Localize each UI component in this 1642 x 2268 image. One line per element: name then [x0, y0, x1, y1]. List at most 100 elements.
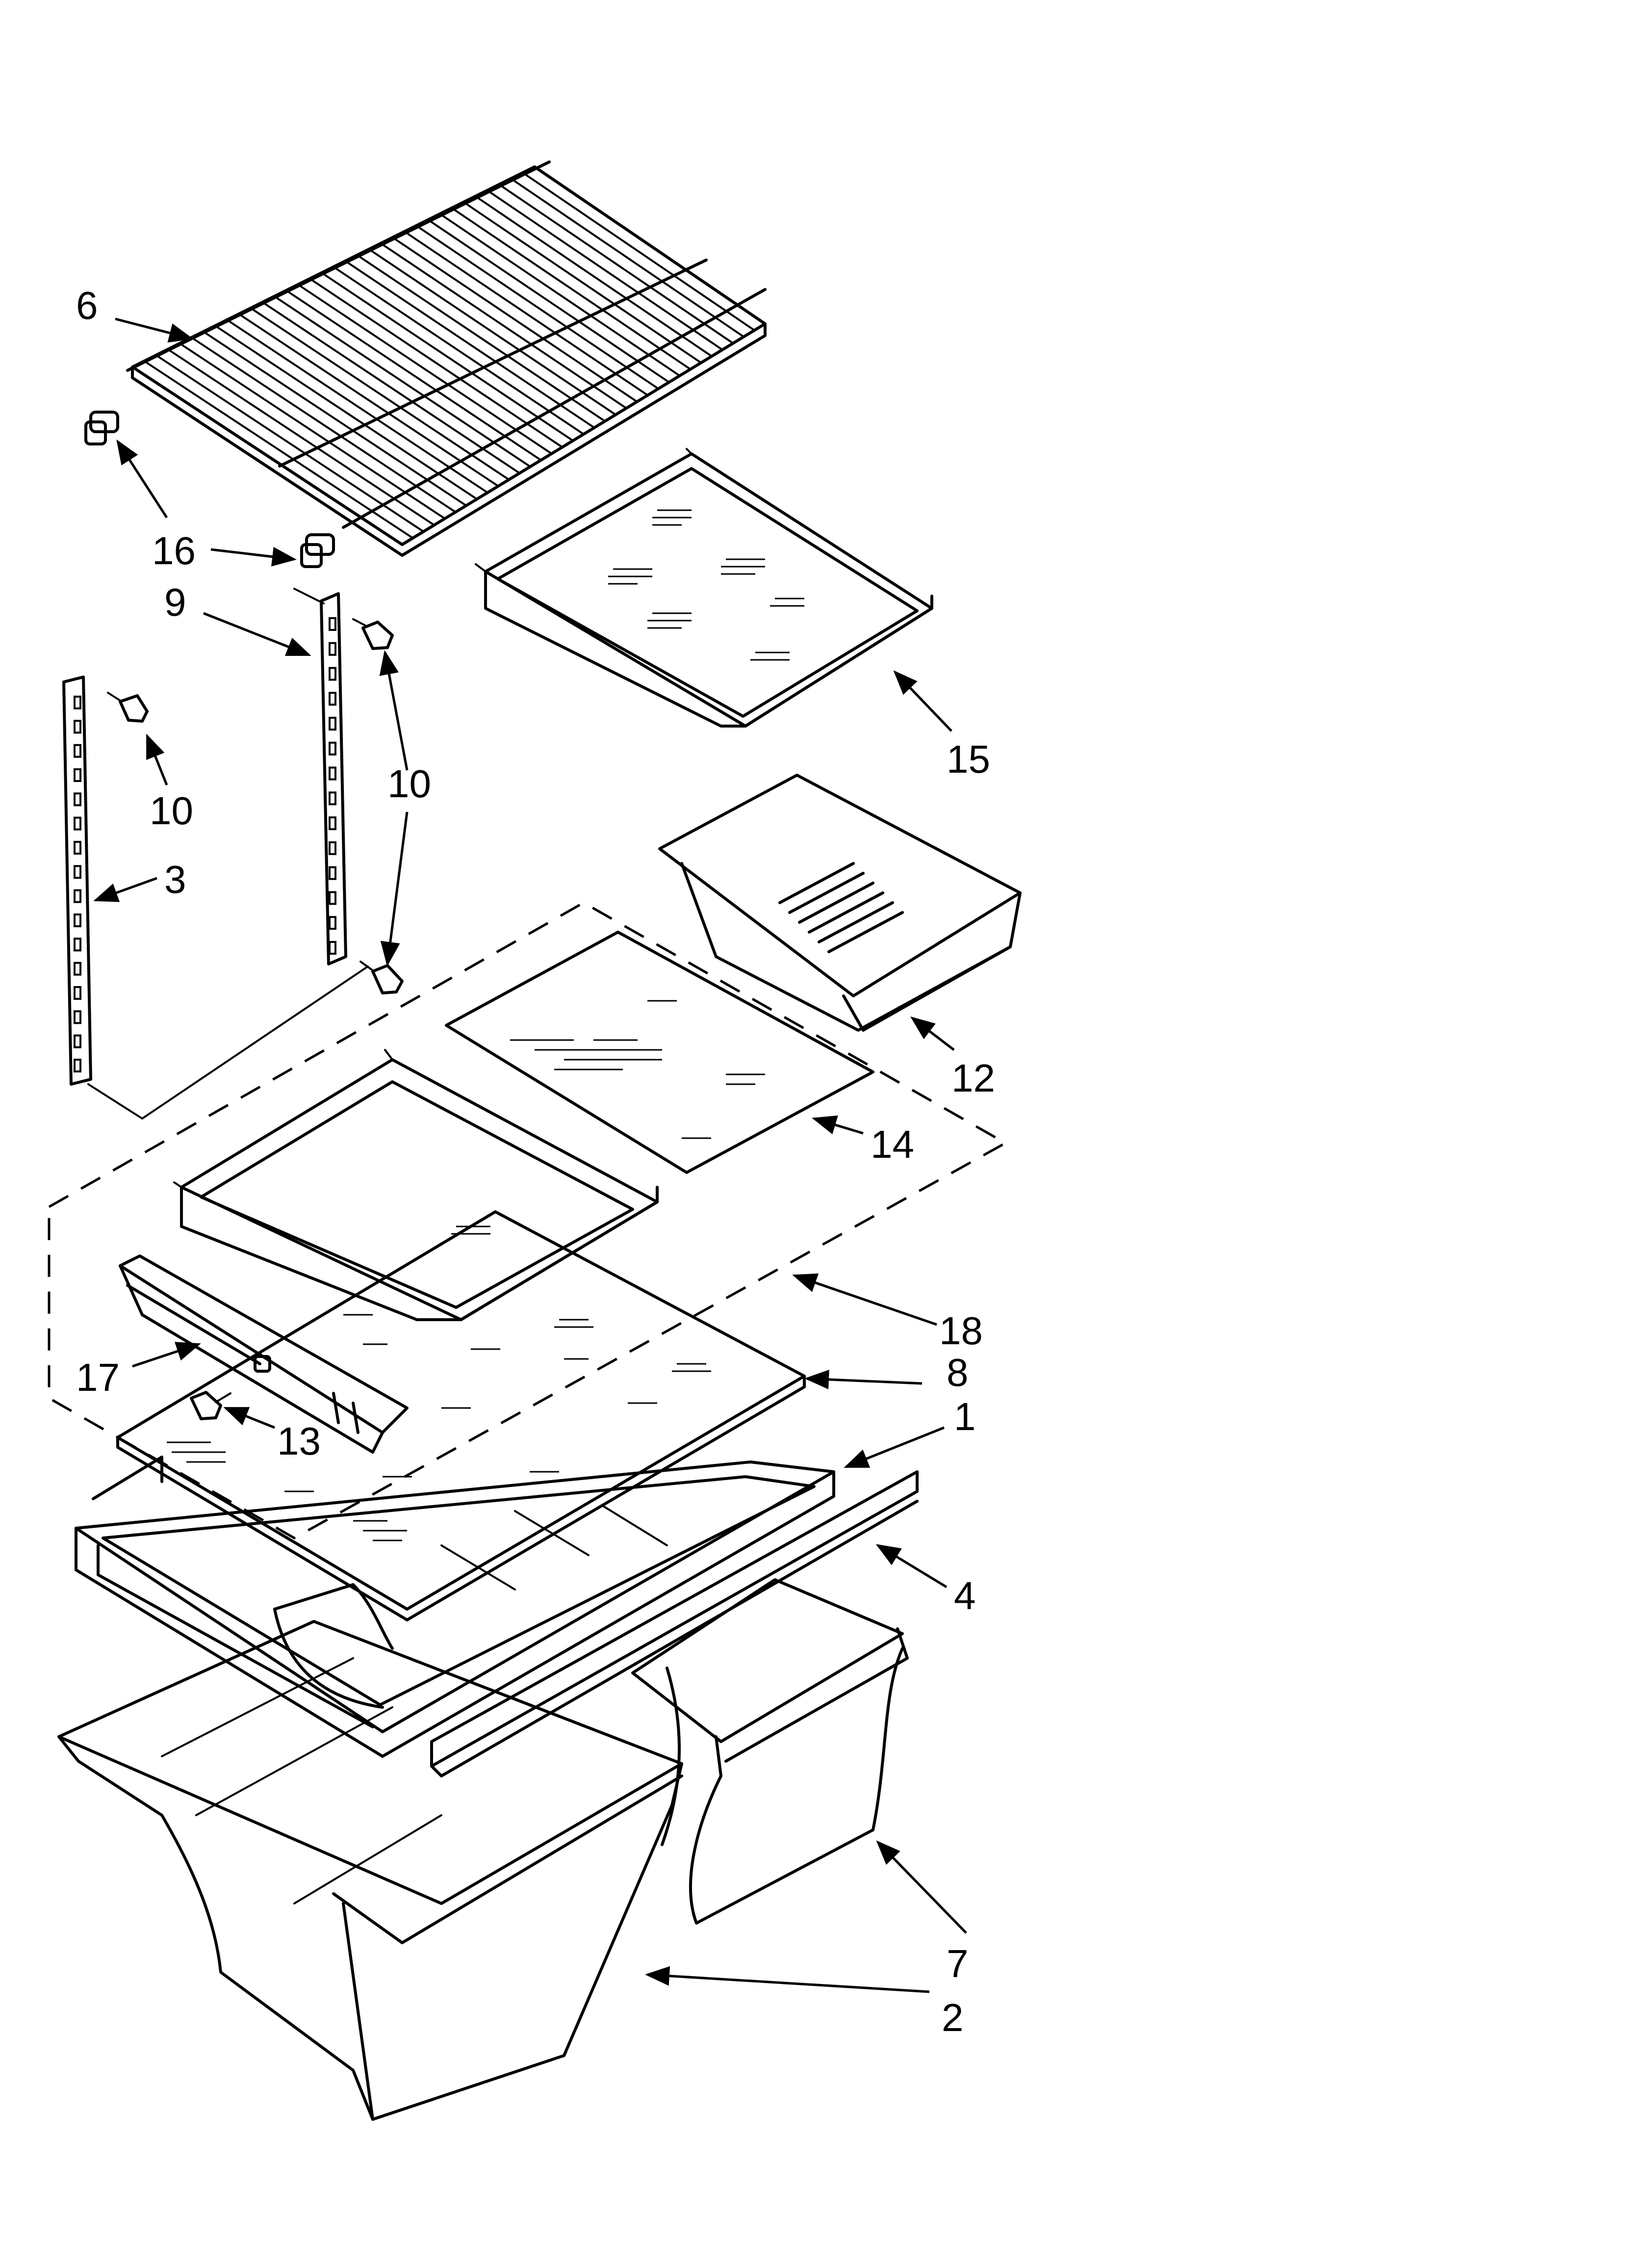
shelf-assembly-outline — [48, 901, 1008, 1539]
shelf-trim-bracket — [119, 1254, 409, 1454]
shelf-wire — [190, 337, 457, 513]
ladder-slot — [329, 667, 336, 681]
callout-1: 1 — [954, 1395, 976, 1438]
ladder-slot — [329, 791, 336, 806]
callout-14: 14 — [871, 1122, 914, 1166]
callout-9: 9 — [164, 580, 186, 624]
ladder-slot — [74, 696, 81, 709]
glass-shelf — [116, 1210, 806, 1621]
screw-lower-center — [359, 961, 404, 994]
ladder-slot — [74, 768, 81, 782]
shelf-wire — [403, 231, 649, 396]
callout-12: 12 — [951, 1056, 995, 1100]
ladder-slot — [329, 692, 336, 706]
ladder-slot — [74, 1034, 81, 1048]
callout-16: 16 — [152, 529, 196, 573]
cantilever-glass-shelf — [475, 448, 933, 728]
ladder-slot — [74, 720, 81, 734]
ladder-slot — [329, 642, 336, 656]
shelf-wire — [238, 313, 499, 487]
screw-bracket — [190, 1391, 231, 1420]
shelf-stud-left — [84, 411, 119, 445]
ladder-slot — [329, 741, 336, 756]
shelf-wire — [143, 360, 414, 539]
shelf-wire — [308, 278, 564, 448]
glass-panel — [445, 931, 874, 1174]
shelf-wire — [273, 295, 532, 468]
callout-17: 17 — [76, 1356, 120, 1399]
callout-7: 7 — [947, 1942, 969, 1985]
callout-3: 3 — [164, 858, 186, 901]
shelf-wire — [320, 272, 574, 442]
ladder-slot — [74, 1010, 81, 1024]
shelf-wire — [439, 213, 681, 377]
ladder-slot — [329, 766, 336, 781]
ladder-slot — [74, 865, 81, 879]
ladder-slot — [74, 744, 81, 758]
ladder-slot — [74, 986, 81, 1000]
shelf-frame-upper — [173, 1049, 659, 1321]
small-crisper-drawer — [658, 774, 1022, 1032]
shelf-wire — [486, 189, 723, 351]
ladder-slot — [74, 841, 81, 855]
ladder-slot — [74, 962, 81, 976]
ladder-slot — [329, 866, 336, 880]
shelf-stud-right — [300, 533, 335, 568]
shelf-wire — [250, 307, 510, 481]
center-shelf-ladder — [293, 588, 347, 965]
large-crisper-drawer — [57, 1620, 683, 2121]
shelf-wire — [261, 301, 521, 474]
ladder-slot — [74, 1059, 81, 1072]
screw-upper-center — [352, 618, 394, 650]
shelf-wire — [202, 331, 467, 507]
callout-labels: 6 16 9 10 10 3 15 12 14 18 8 17 13 1 4 7… — [76, 284, 995, 2039]
shelf-wire — [391, 236, 638, 403]
shelf-wire — [474, 195, 713, 358]
ladder-slot — [329, 717, 336, 731]
shelf-wire — [380, 242, 628, 410]
shelf-wire — [226, 319, 489, 494]
shelf-wire — [521, 172, 756, 332]
shelf-wire — [451, 207, 692, 370]
trim-strip — [430, 1470, 919, 1777]
callout-10-center: 10 — [387, 762, 431, 806]
shelf-wire — [462, 201, 702, 364]
screw-upper-left — [107, 692, 149, 723]
callout-15: 15 — [947, 737, 990, 781]
callout-18: 18 — [939, 1309, 983, 1353]
ladder-slot — [74, 816, 81, 831]
shelf-wire — [415, 225, 660, 390]
shelf-wire — [155, 354, 425, 533]
ladder-slot — [74, 889, 81, 903]
ladder-slot — [329, 941, 336, 955]
ladder-slot — [74, 938, 81, 952]
ladder-slot — [329, 617, 336, 631]
shelf-wire — [214, 325, 478, 500]
shelf-wire — [368, 248, 617, 416]
shelf-wire — [285, 289, 542, 461]
crisper-cover-frame — [75, 1456, 835, 1758]
callout-leaders — [93, 317, 967, 1993]
shelf-wire — [356, 254, 606, 422]
ladder-slot — [329, 841, 336, 855]
shelf-wire — [297, 284, 553, 455]
ladder-slot — [329, 816, 336, 831]
shelf-wire — [510, 178, 745, 338]
callout-10-left: 10 — [150, 789, 193, 833]
callout-13: 13 — [277, 1419, 321, 1463]
shelf-wire — [427, 219, 670, 384]
callout-4: 4 — [954, 1574, 976, 1617]
shelf-wire — [333, 266, 585, 435]
ladder-slot — [329, 916, 336, 930]
callout-2: 2 — [942, 1996, 964, 2039]
shelf-wire — [179, 342, 446, 520]
left-shelf-ladder — [62, 676, 369, 1120]
ladder-slot — [74, 913, 81, 927]
shelf-wire — [344, 260, 595, 429]
wire-shelf — [126, 160, 767, 557]
shelf-wire — [167, 348, 436, 526]
ladder-slot — [74, 792, 81, 807]
shelf-wire — [498, 183, 734, 344]
